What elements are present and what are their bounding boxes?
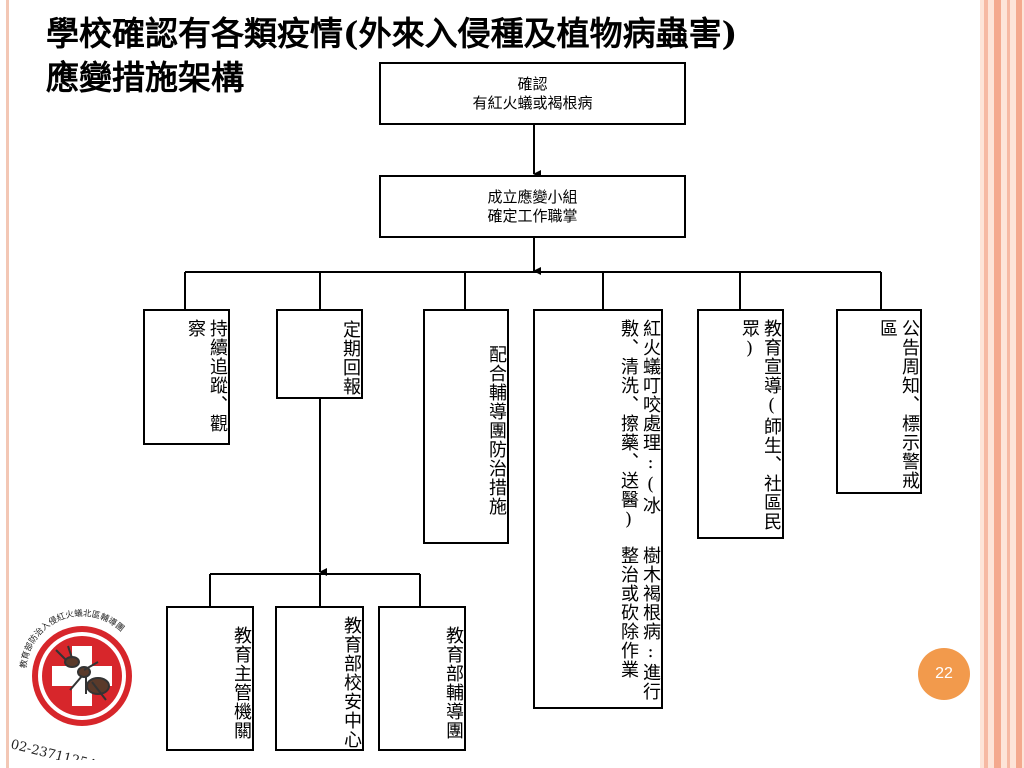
branch-regular-report-text: 定期回報: [340, 320, 361, 396]
branch-regular-report: 定期回報: [276, 309, 363, 399]
report-target-authority-text: 教育主管機關: [231, 625, 252, 740]
branch-treatment-col1: 紅火蟻叮咬處理:(冰敷、清洗、擦藥、送醫): [618, 319, 661, 531]
confirm-box: 確認 有紅火蟻或褐根病: [379, 62, 686, 125]
red-cross-fire-ant-icon: 教育部防治入侵紅火蟻北區輔導團 02-23711254: [9, 608, 132, 760]
logo-phone-text: 02-23711254: [9, 737, 97, 760]
title-line-2: 應變措施架構: [46, 58, 244, 97]
report-target-safety-center: 教育部校安中心: [275, 606, 364, 751]
confirm-box-line2: 有紅火蟻或褐根病: [472, 93, 593, 112]
branch-treatment-col2: 樹木褐根病:進行整治或砍除作業: [618, 546, 661, 702]
confirm-box-line1: 確認: [517, 74, 548, 93]
branch-treatment: 紅火蟻叮咬處理:(冰敷、清洗、擦藥、送醫) 樹木褐根病:進行整治或砍除作業: [533, 309, 663, 709]
branch-announce: 公告周知、標示警戒區: [836, 309, 922, 494]
branch-cooperate-measures: 配合輔導團防治措施: [423, 309, 509, 544]
report-target-safety-center-text: 教育部校安中心: [341, 616, 362, 749]
page-number: 22: [935, 665, 953, 682]
left-accent-line: [6, 0, 9, 768]
branch-education: 教育宣導(師生、社區民眾): [697, 309, 784, 539]
slide-title: 學校確認有各類疫情(外來入侵種及植物病蟲害) 應變措施架構: [46, 12, 737, 100]
report-target-guidance-team: 教育部輔導團: [378, 606, 466, 751]
right-stripes-decoration: [980, 0, 1024, 768]
response-team-line2: 確定工作職掌: [487, 206, 578, 225]
report-target-authority: 教育主管機關: [166, 606, 254, 751]
branch-education-text: 教育宣導(師生、社區民眾): [739, 319, 782, 531]
report-target-guidance-team-text: 教育部輔導團: [443, 625, 464, 740]
branch-announce-text: 公告周知、標示警戒區: [877, 319, 920, 490]
branch-track-observe: 持續追蹤、觀察: [143, 309, 230, 445]
response-team-line1: 成立應變小組: [487, 187, 578, 206]
response-team-box: 成立應變小組 確定工作職掌: [379, 175, 686, 238]
branch-cooperate-measures-text: 配合輔導團防治措施: [486, 345, 507, 516]
title-line-1: 學校確認有各類疫情(外來入侵種及植物病蟲害): [46, 14, 738, 53]
branch-track-observe-text: 持續追蹤、觀察: [185, 319, 228, 433]
page-number-badge: 22: [918, 648, 970, 700]
